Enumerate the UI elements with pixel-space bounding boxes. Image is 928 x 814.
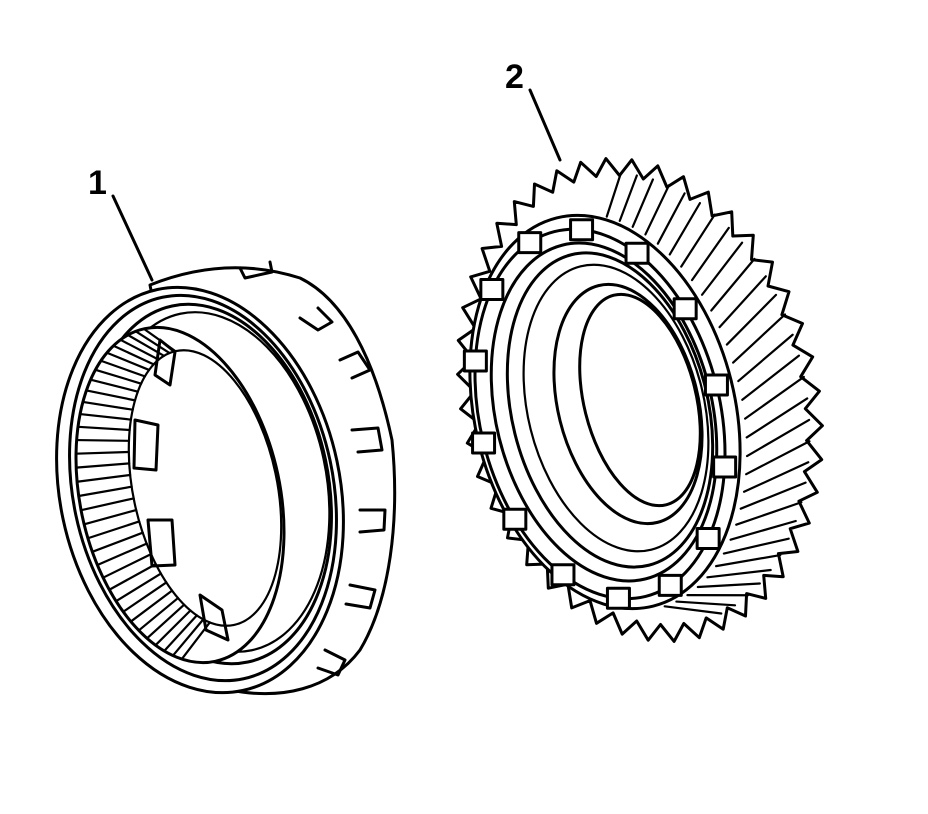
gear-tooth-line: [710, 257, 756, 312]
sleeve-spline: [154, 609, 192, 647]
sleeve-spline: [76, 425, 131, 432]
sleeve-spline: [83, 508, 138, 526]
dog-tooth: [657, 573, 683, 597]
sleeve-spline: [122, 581, 168, 613]
sleeve-spline: [94, 368, 143, 385]
sleeve-spline: [137, 596, 180, 632]
dog-tooth: [703, 373, 729, 397]
sleeve-spline: [79, 497, 135, 512]
dog-tooth: [569, 218, 595, 242]
gear-tooth-line: [735, 501, 803, 526]
sleeve-spline: [108, 563, 157, 591]
gear-tooth-line: [690, 226, 730, 282]
dog-tooth: [712, 455, 738, 479]
sleeve-spline: [114, 572, 162, 603]
sleeve-spline: [99, 359, 146, 378]
gear-tooth-line: [675, 600, 737, 607]
leader-line-1: [111, 194, 154, 282]
helical-gear: [456, 157, 824, 643]
gear-tooth-line: [718, 275, 767, 329]
gear-tooth-line: [700, 241, 744, 296]
sleeve-spline: [119, 338, 160, 361]
dog-tooth: [550, 563, 576, 587]
sleeve-spline: [77, 485, 133, 498]
dog-tooth: [517, 231, 543, 255]
gear-tooth-line: [663, 605, 723, 615]
dog-tooth: [695, 527, 721, 551]
sleeve-spline: [78, 412, 133, 421]
gear-tooth-line: [605, 172, 622, 218]
gear-tooth-line: [668, 202, 702, 256]
gear-tooth-line: [656, 192, 686, 245]
sleeve-spline: [89, 378, 139, 393]
gear-tooth-line: [739, 481, 807, 510]
dog-tooth: [605, 586, 631, 610]
gear-tooth-line: [725, 293, 778, 346]
dog-tooth: [624, 241, 650, 265]
sleeve-spline: [81, 400, 134, 411]
gear-tooth-line: [745, 418, 811, 458]
sleeve-spline: [129, 589, 174, 623]
sleeve-spline: [134, 330, 171, 355]
gear-tooth-line: [745, 440, 811, 476]
sleeve-spline: [101, 553, 153, 579]
gear-tooth-line: [696, 582, 761, 589]
gear-tooth-line: [644, 184, 670, 236]
callout-1: 1: [88, 164, 107, 202]
gear-tooth-line: [722, 537, 790, 555]
gear-tooth-line: [742, 461, 810, 493]
gear-tooth-line: [741, 354, 801, 401]
synchronizer-sleeve: [55, 260, 397, 696]
sleeve-spline: [145, 603, 186, 640]
leader-line-2: [528, 88, 562, 162]
sleeve-spline: [75, 473, 132, 483]
sleeve-spline: [74, 450, 130, 455]
gear-tooth-line: [631, 178, 655, 228]
sleeve-spline: [91, 531, 144, 553]
sleeve-spline: [163, 614, 198, 653]
sleeve-spline: [75, 438, 131, 442]
dog-tooth: [502, 507, 528, 531]
sleeve-spline: [171, 618, 205, 657]
sleeve-spline: [86, 520, 141, 540]
callout-2: 2: [505, 58, 524, 96]
gear-tooth-line: [618, 174, 638, 222]
sleeve-spline: [105, 351, 151, 372]
gear-tooth-line: [745, 397, 809, 439]
gear-tooth-line: [680, 213, 716, 268]
sleeve-spline: [75, 462, 131, 469]
dog-tooth: [672, 297, 698, 321]
gear-tooth-line: [729, 519, 797, 541]
sleeve-spline: [85, 389, 137, 402]
gear-tooth-line: [737, 333, 794, 383]
gear-tooth-line: [744, 375, 805, 420]
dog-tooth: [471, 431, 497, 455]
gear-tooth-line: [706, 568, 772, 579]
gear-tooth-line: [732, 313, 787, 364]
gear-tooth-line: [715, 553, 782, 568]
sleeve-spline: [112, 344, 155, 366]
sleeve-spline: [96, 542, 148, 567]
dog-tooth: [479, 277, 505, 301]
dog-tooth: [462, 349, 488, 373]
